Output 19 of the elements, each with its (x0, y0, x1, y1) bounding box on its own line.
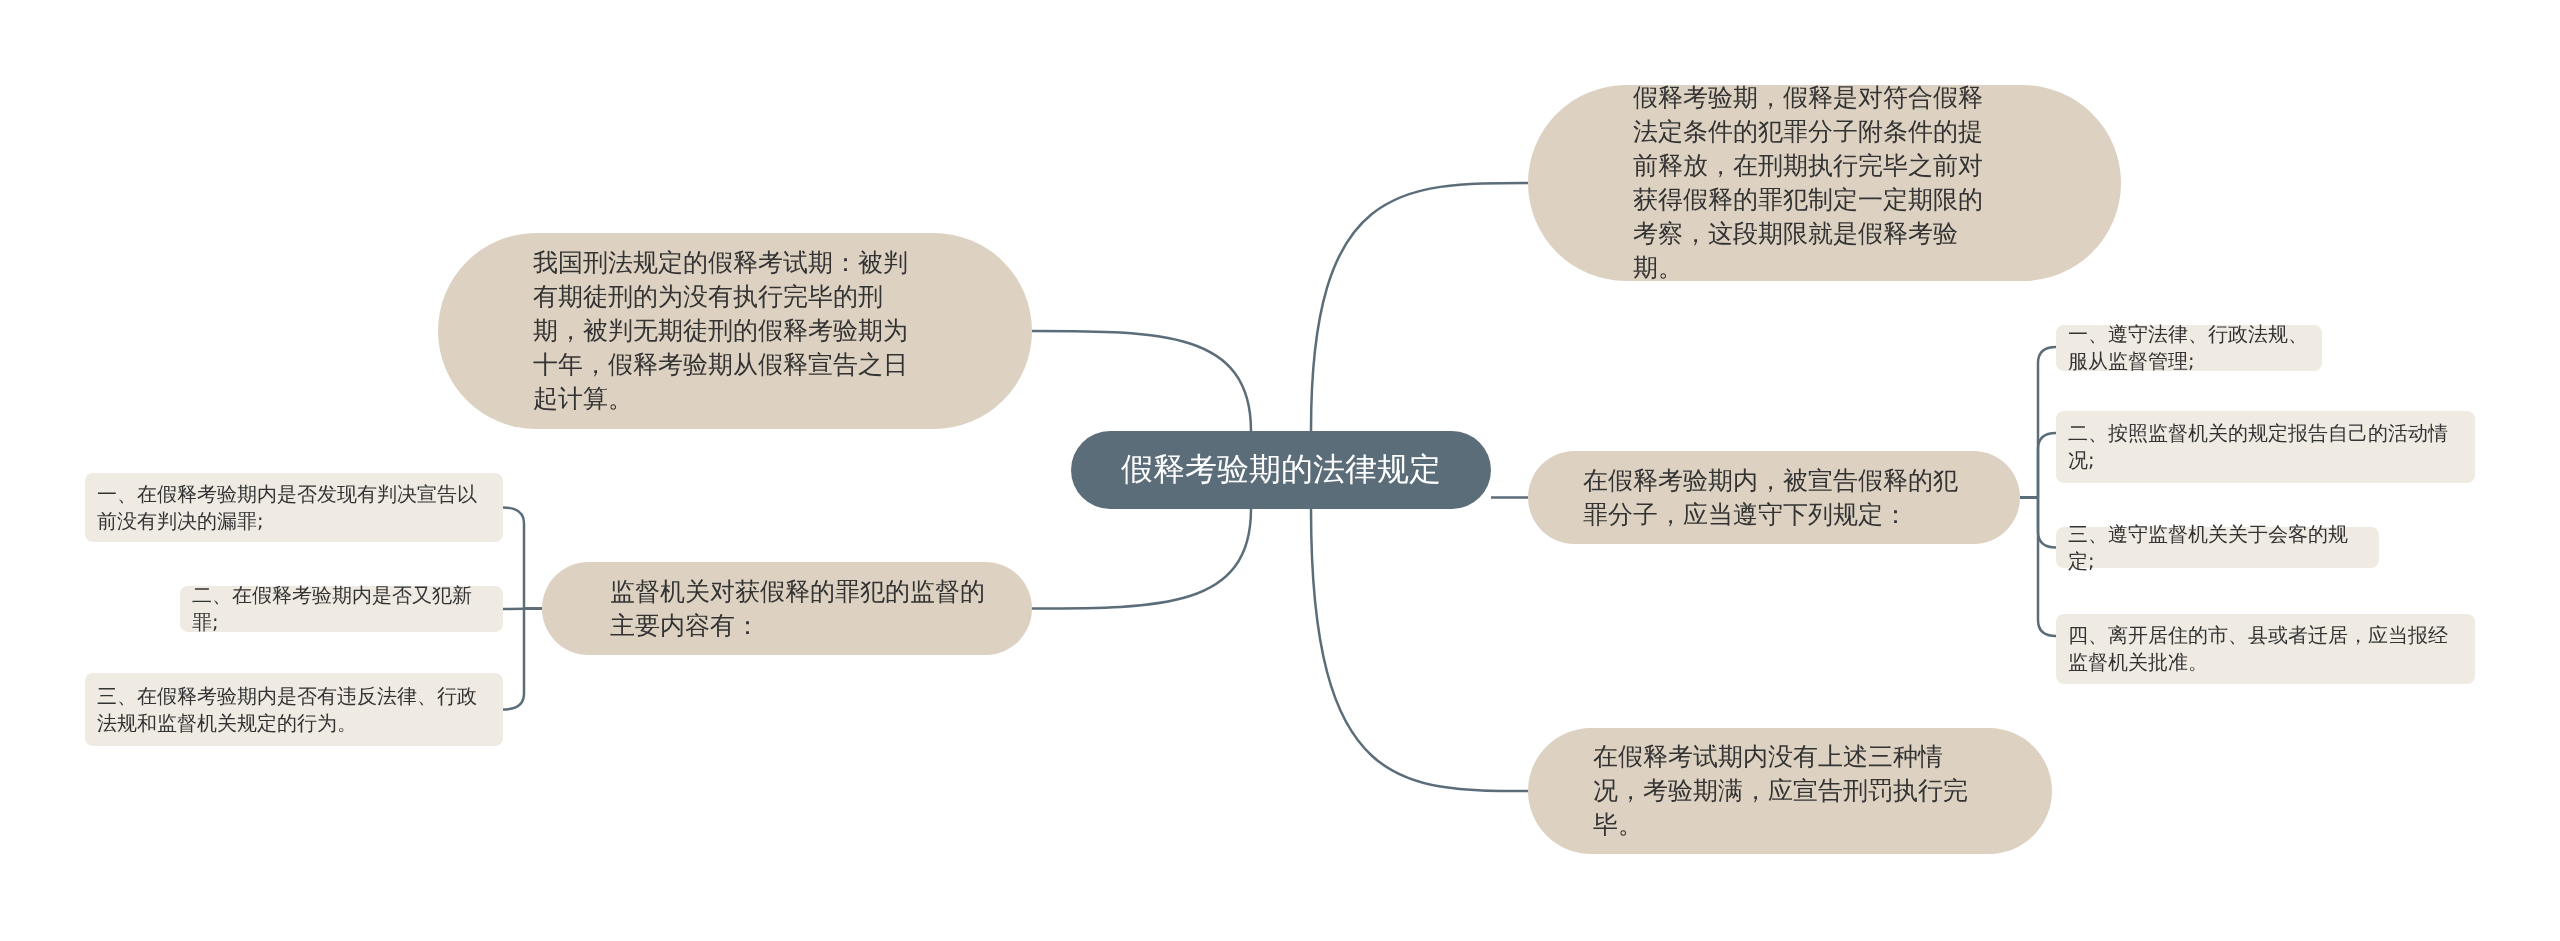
topic-box: 在假释考验期内，被宣告假释的犯罪分子，应当遵守下列规定： (1528, 451, 2020, 544)
connector-line (2018, 496, 2058, 638)
topic-box: 我国刑法规定的假释考试期：被判有期徒刑的为没有执行完毕的刑期，被判无期徒刑的假释考验期为十年，假释考验期从假释宣告之日起计算。 (438, 233, 1032, 429)
subtopic-box: 四、离开居住的市、县或者迁居，应当报经监督机关批准。 (2056, 614, 2475, 684)
subtopic-box: 一、遵守法律、行政法规、服从监督管理; (2056, 325, 2322, 371)
central-topic-box: 假释考验期的法律规定 (1071, 431, 1491, 509)
topic-box: 假释考验期，假释是对符合假释法定条件的犯罪分子附条件的提前释放，在刑期执行完毕之前对获得假释的罪犯制定一定期限的考察，这段期限就是假释考验期。 (1528, 85, 2121, 281)
topic-box: 在假释考试期内没有上述三种情况，考验期满，应宣告刑罚执行完毕。 (1528, 728, 2052, 854)
connector-line (501, 607, 544, 711)
subtopic-box: 一、在假释考验期内是否发现有判决宣告以前没有判决的漏罪; (85, 473, 503, 542)
connector-line (1309, 508, 1528, 793)
subtopic-box: 三、在假释考验期内是否有违反法律、行政法规和监督机关规定的行为。 (85, 673, 503, 746)
topic-box: 监督机关对获假释的罪犯的监督的主要内容有： (542, 562, 1032, 655)
connector-line (1309, 181, 1528, 432)
subtopic-box: 二、在假释考验期内是否又犯新罪; (180, 586, 503, 632)
subtopic-box: 二、按照监督机关的规定报告自己的活动情况; (2056, 411, 2475, 483)
connector-line (1491, 496, 1528, 499)
connector-line (1032, 329, 1253, 432)
connector-line (1032, 508, 1253, 610)
